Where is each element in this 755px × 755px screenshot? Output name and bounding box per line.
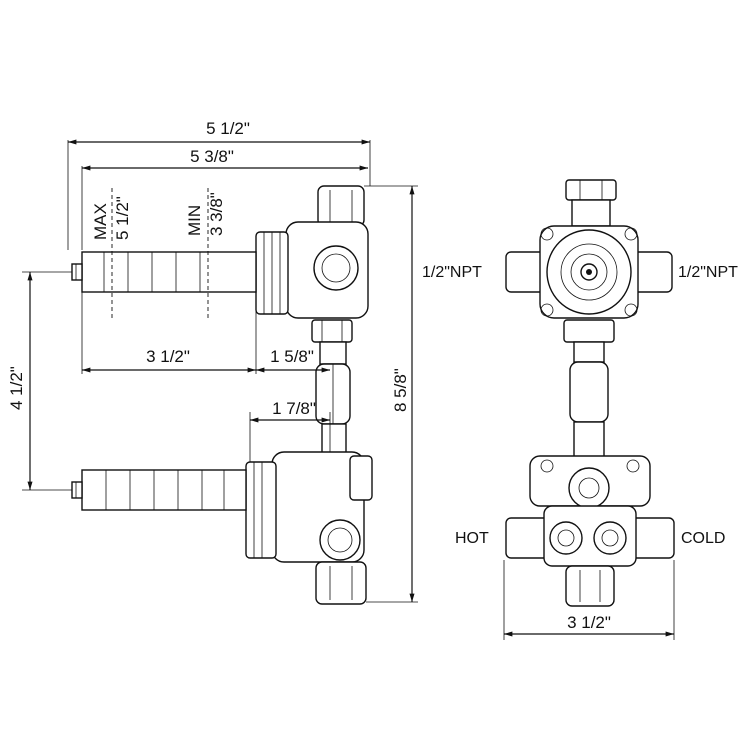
lower-extension-stem — [71, 469, 247, 511]
dim-offset-lower: 1 7/8" — [249, 399, 331, 462]
max-value: 5 1/2" — [113, 196, 132, 240]
dim-overall-height: 8 5/8" — [364, 185, 418, 603]
dim-stem-length: 3 1/2" — [81, 292, 257, 374]
dim-vertical-spacing: 4 1/2" — [7, 271, 72, 491]
front-connecting-pipe — [563, 319, 615, 459]
dim-inner-width: 5 3/8" — [81, 147, 368, 250]
dim-front-width: 3 1/2" — [503, 560, 675, 640]
lower-valve-front — [505, 455, 675, 607]
front-view: 1/2"NPT 1/2"NPT HOT COLD 3 1/2" — [422, 179, 738, 640]
port-label-cold: COLD — [681, 530, 725, 547]
dim-front-width-label: 3 1/2" — [567, 613, 611, 632]
connecting-pipe — [315, 341, 351, 455]
port-label-left-npt: 1/2"NPT — [422, 264, 482, 281]
max-label: MAX — [91, 203, 110, 240]
dim-offset-upper-label: 1 5/8" — [270, 347, 314, 366]
dim-overall-width: 5 1/2" — [67, 119, 371, 250]
side-view: 5 1/2" 5 3/8" MAX 5 1/2" MIN 3 3/8" 3 1/… — [7, 119, 418, 605]
dim-inner-width-label: 5 3/8" — [190, 147, 234, 166]
dim-vertical-spacing-label: 4 1/2" — [7, 366, 26, 410]
top-hex-nut — [565, 179, 617, 227]
upper-valve-body — [255, 185, 369, 343]
dim-overall-width-label: 5 1/2" — [206, 119, 250, 138]
min-label: MIN — [185, 205, 204, 236]
lower-valve-body — [245, 451, 373, 605]
upper-extension-stem — [71, 188, 257, 320]
dim-offset-upper: 1 5/8" — [255, 347, 330, 373]
dim-overall-height-label: 8 5/8" — [391, 368, 410, 412]
min-value: 3 3/8" — [207, 192, 226, 236]
port-label-hot: HOT — [455, 530, 489, 547]
upper-valve-front — [505, 225, 673, 319]
dim-stem-length-label: 3 1/2" — [146, 347, 190, 366]
dim-offset-lower-label: 1 7/8" — [272, 399, 316, 418]
port-label-right-npt: 1/2"NPT — [678, 264, 738, 281]
